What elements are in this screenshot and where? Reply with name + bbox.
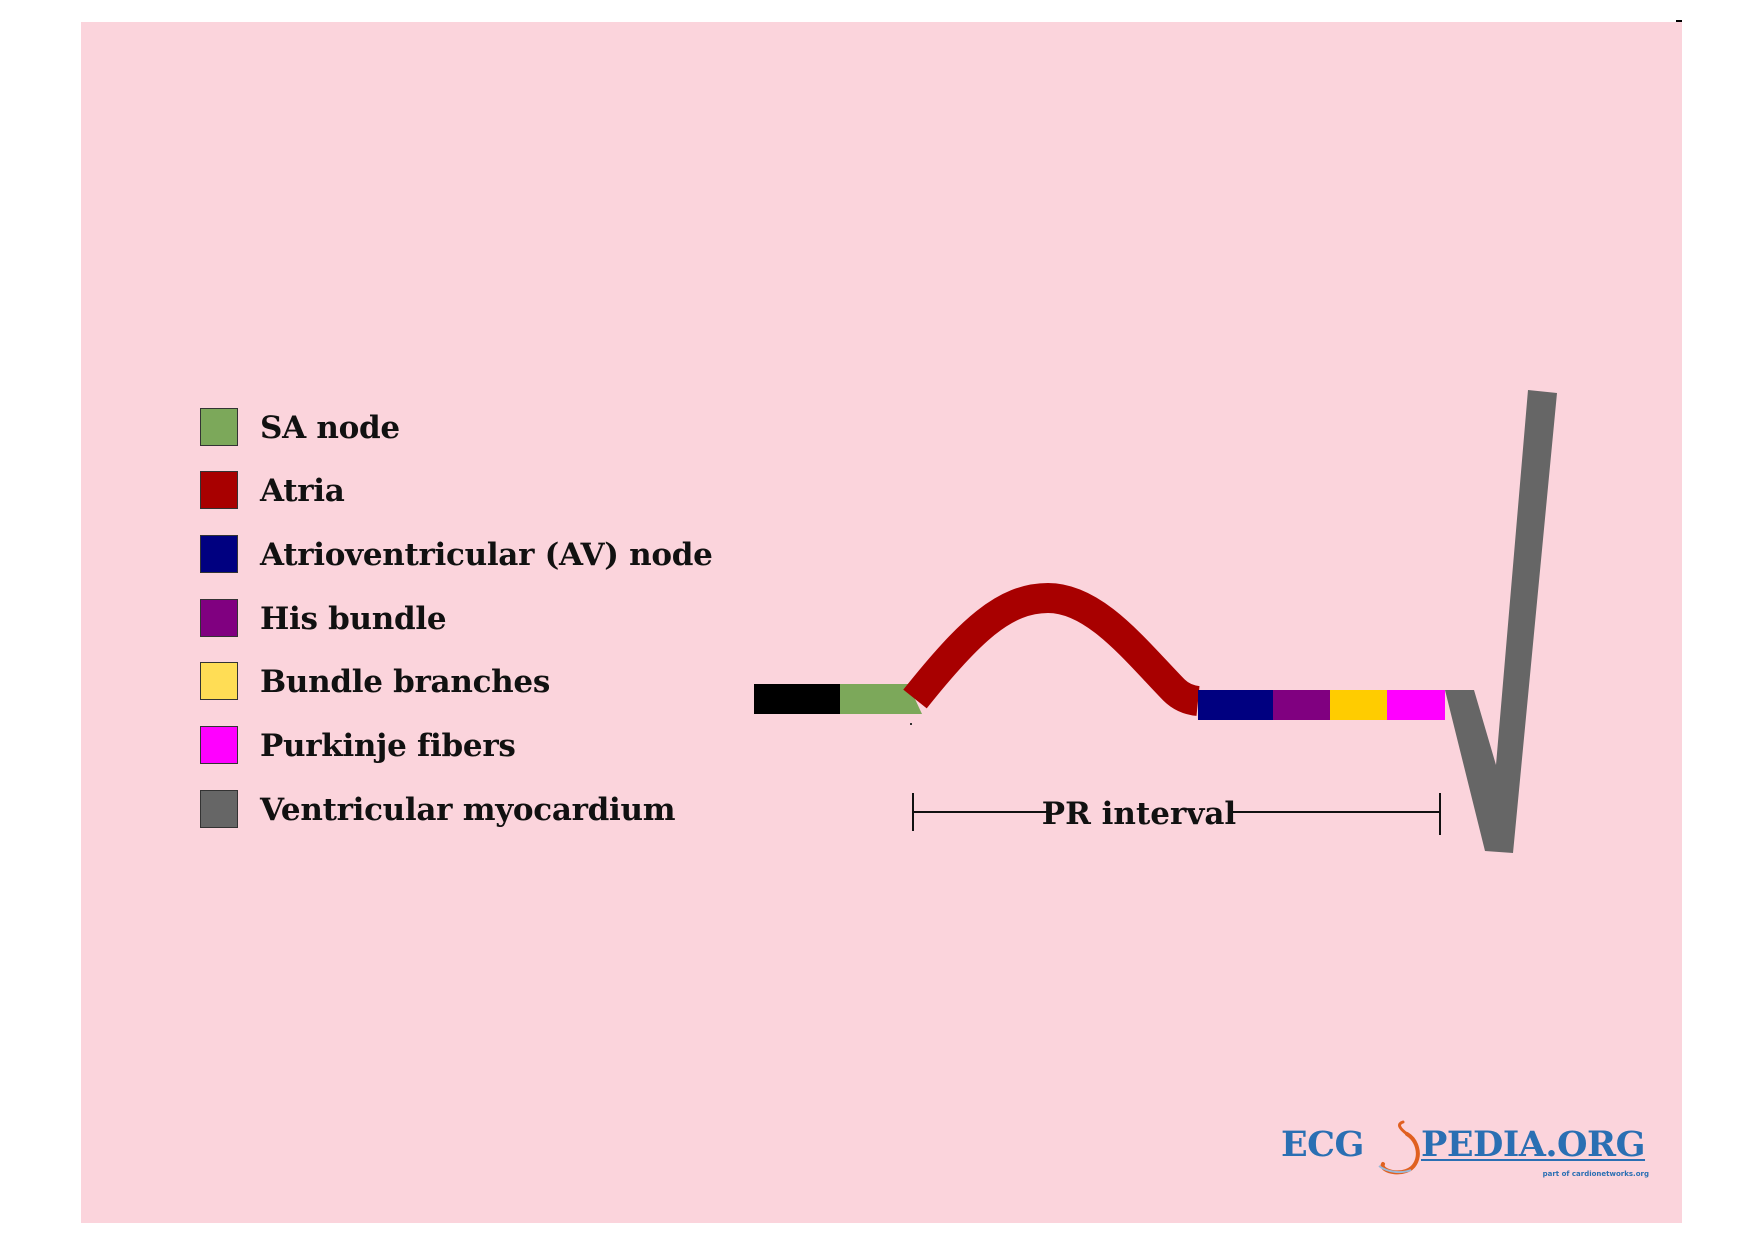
- logo-text-left: ECG: [1281, 1124, 1364, 1165]
- legend-label-bundle-branches: Bundle branches: [260, 664, 550, 700]
- heart-icon: [1378, 1120, 1420, 1175]
- logo-tagline: part of cardionetworks.org: [1542, 1170, 1649, 1178]
- trace-his-bundle: [1273, 690, 1330, 720]
- legend-label-purkinje-fibers: Purkinje fibers: [260, 728, 516, 764]
- trace-dot: [910, 723, 912, 725]
- trace-qrs-ventricular: [1445, 390, 1557, 853]
- logo-text-right: PEDIA.ORG: [1421, 1124, 1646, 1165]
- legend-swatch-his-bundle: [200, 599, 238, 637]
- legend-label-av-node: Atrioventricular (AV) node: [260, 537, 713, 573]
- trace-sa-node: [840, 684, 922, 714]
- legend-label-sa-node: SA node: [260, 410, 400, 446]
- legend-swatch-av-node: [200, 535, 238, 573]
- legend-swatch-purkinje-fibers: [200, 726, 238, 764]
- trace-baseline: [754, 684, 840, 714]
- trace-purkinje-fibers: [1387, 690, 1445, 720]
- pr-interval-label: PR interval: [1042, 796, 1236, 832]
- trace-bundle-branches: [1330, 690, 1387, 720]
- legend-swatch-ventricular-myocardium: [200, 790, 238, 828]
- legend-label-ventricular-myocardium: Ventricular myocardium: [260, 792, 676, 828]
- legend-swatch-sa-node: [200, 408, 238, 446]
- corner-mark: [1676, 20, 1682, 22]
- diagram-background: [81, 22, 1682, 1223]
- trace-p-wave-atria: [903, 583, 1201, 716]
- trace-av-node: [1198, 690, 1273, 720]
- legend-label-his-bundle: His bundle: [260, 601, 447, 637]
- ecgpedia-logo: ECG PEDIA.ORG part of cardionetworks.org: [1281, 1120, 1651, 1184]
- legend-swatch-bundle-branches: [200, 662, 238, 700]
- legend-swatch-atria: [200, 471, 238, 509]
- legend-label-atria: Atria: [260, 473, 345, 509]
